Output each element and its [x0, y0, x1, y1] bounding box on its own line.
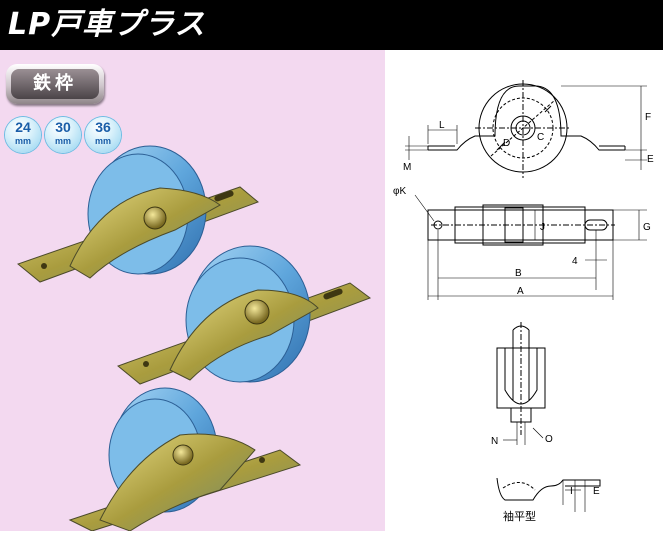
- technical-drawing-svg: L M D C F E: [393, 80, 654, 523]
- dim-G: G: [643, 222, 651, 233]
- size-unit: mm: [14, 136, 31, 146]
- size-chip-36: 36 mm: [85, 117, 121, 153]
- dim-M: M: [403, 162, 411, 173]
- dim-N: N: [491, 436, 498, 447]
- size-unit: mm: [94, 136, 111, 146]
- dim-E: E: [647, 154, 654, 165]
- roller-photo-1: [16, 145, 259, 283]
- page-title: LP戸車プラス: [8, 7, 206, 42]
- product-photo-panel: [0, 50, 385, 532]
- dim-B: B: [515, 268, 522, 279]
- size-value: 30: [55, 119, 71, 135]
- flat-flange-view: [496, 477, 601, 512]
- flat-flange-caption: 袖平型: [503, 509, 536, 523]
- size-chip-24: 24 mm: [5, 117, 41, 153]
- dim-J: J: [540, 222, 545, 233]
- title-bar: LP戸車プラス: [0, 0, 663, 50]
- front-section-view: [496, 322, 546, 445]
- dim-F: F: [645, 112, 651, 123]
- dim-K: φK: [393, 186, 406, 197]
- dim-L: L: [439, 120, 445, 131]
- technical-drawing: L M D C F E: [385, 50, 663, 536]
- size-chip-30: 30 mm: [45, 117, 81, 153]
- size-unit: mm: [54, 136, 71, 146]
- roller-photo-2: [116, 245, 372, 385]
- frame-type-badge: 鉄枠: [6, 64, 104, 104]
- roller-photo-3: [68, 387, 302, 532]
- dim-I: I: [570, 486, 573, 497]
- dim-4: 4: [572, 256, 578, 267]
- dim-E-flange: E: [593, 486, 600, 497]
- size-value: 24: [15, 119, 31, 135]
- frame-type-label: 鉄枠: [33, 73, 77, 94]
- dim-O: O: [545, 434, 553, 445]
- top-view: [414, 194, 647, 300]
- size-value: 36: [95, 119, 111, 135]
- side-view: [405, 80, 647, 178]
- dim-A: A: [517, 286, 524, 297]
- product-photos: [16, 145, 372, 532]
- dim-C: C: [537, 132, 544, 143]
- dim-D: D: [503, 138, 510, 149]
